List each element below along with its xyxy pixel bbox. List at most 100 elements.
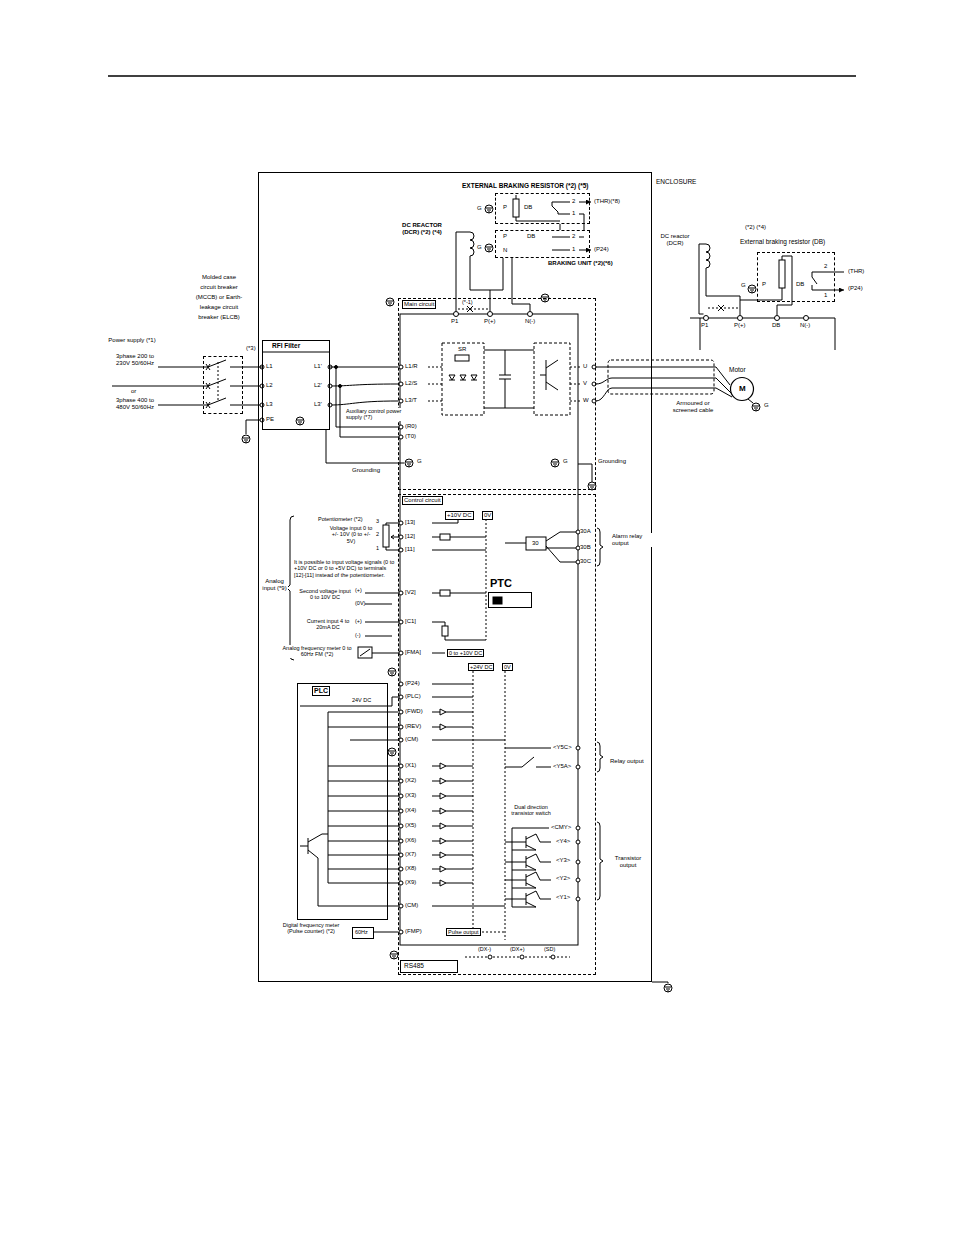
terminal-circle <box>399 620 403 624</box>
terminal-circle <box>399 651 403 655</box>
terminal-label: 3phase 200 to 230V 50/60Hz <box>114 353 156 367</box>
terminal-label: Grounding <box>598 458 626 465</box>
terminal-circle <box>328 403 332 407</box>
inverter-body <box>570 367 580 401</box>
node-heading: BRAKING UNIT (*2)(*6) <box>548 260 613 267</box>
terminal-circle <box>804 316 809 321</box>
terminal-circle <box>399 591 403 595</box>
terminal-label: L2' <box>314 382 322 389</box>
terminal-label: (X3) <box>405 792 416 799</box>
motor-cable <box>748 399 753 403</box>
power-wire <box>262 352 330 353</box>
terminal-label: 2 <box>572 233 575 240</box>
terminal-label: G <box>417 458 422 465</box>
node-heading: ENCLOSURE <box>656 178 696 185</box>
terminal-label: [FMA] <box>405 649 421 656</box>
terminal-circle <box>399 809 403 813</box>
terminal-circle <box>399 435 403 439</box>
terminal-circle <box>399 867 403 871</box>
terminal-circle <box>738 316 743 321</box>
terminal-circle <box>775 316 780 321</box>
analog-input-wiring <box>287 516 294 660</box>
terminal-circle <box>528 312 533 317</box>
terminal-label: L3/T <box>405 397 417 404</box>
terminal-circle <box>576 746 580 750</box>
terminal-label: G <box>563 458 568 465</box>
plc-box: PLC24V DC <box>297 683 388 920</box>
inset-wiring <box>690 318 835 350</box>
power-wire <box>326 430 404 463</box>
dc-reactor <box>458 309 488 310</box>
braking-resistor-symbol <box>552 202 584 230</box>
terminal-label: Analog input (*9) <box>261 578 288 592</box>
control-wiring <box>432 520 486 653</box>
terminal-circle <box>399 764 403 768</box>
wire-connector <box>243 367 262 368</box>
terminal-label: DB <box>527 233 535 240</box>
terminal-circle <box>399 881 403 885</box>
terminal-label: (-) <box>355 632 361 638</box>
header-rule <box>108 75 856 76</box>
terminal-label: [12] <box>405 533 415 540</box>
terminal-circle <box>399 725 403 729</box>
control-wiring <box>526 537 546 550</box>
terminal-label: Pulse output <box>446 928 481 936</box>
terminal-label: Relay output <box>610 758 644 765</box>
terminal-label: (REV) <box>405 723 421 730</box>
terminal-label: L3' <box>314 401 322 408</box>
terminal-label: Power supply (*1) <box>106 337 158 344</box>
terminal-label: P1 <box>701 322 708 329</box>
wire-connector <box>512 258 513 298</box>
inverter-body <box>400 314 578 945</box>
terminal-label: <Y4> <box>556 838 570 845</box>
braking-unit: BRAKING UNIT (*2)(*6) <box>495 230 590 258</box>
node-heading: RFI Filter <box>272 342 300 349</box>
terminal-label: (THR)(*8) <box>594 198 620 205</box>
terminal-label: (*3) <box>246 345 256 352</box>
power-wire <box>112 352 668 983</box>
terminal-label: (THR) <box>848 268 864 275</box>
terminal-circle <box>399 382 403 386</box>
terminal-label: [11] <box>405 546 415 553</box>
control-wiring <box>440 590 450 596</box>
inset-wiring <box>718 305 724 311</box>
node-heading: EXTERNAL BRAKING RESISTOR (*2) (*5) <box>462 182 589 189</box>
ground-symbol <box>386 298 394 306</box>
dc-reactor <box>467 306 473 312</box>
terminal-label: <Y5C> <box>553 744 572 751</box>
terminal-circle <box>328 384 332 388</box>
ground-symbol <box>485 244 493 252</box>
control-wiring <box>505 532 576 562</box>
terminal-label: (X6) <box>405 837 416 844</box>
terminal-label: N(-) <box>525 318 535 325</box>
terminal-label: P(+) <box>484 318 496 325</box>
inverter-body <box>428 367 442 401</box>
motor-cable <box>608 360 714 394</box>
terminal-label: Transistor output <box>608 855 648 869</box>
terminal-label: L1/R <box>405 363 418 370</box>
terminal-circle <box>399 794 403 798</box>
terminal-label: G <box>477 244 482 251</box>
terminal-label: N <box>503 247 507 254</box>
terminal-label: P <box>503 233 507 240</box>
terminal-label: [C1] <box>405 618 416 625</box>
terminal-circle <box>520 955 524 959</box>
terminal-label: 2 <box>572 198 575 205</box>
terminal-label: [V2] <box>405 589 416 596</box>
terminal-label: 1 <box>572 210 575 217</box>
terminal-label: (+) <box>355 618 362 624</box>
terminal-label: U <box>583 363 587 370</box>
terminal-label: 30 <box>532 540 539 547</box>
dc-reactor <box>470 232 474 256</box>
power-wire <box>336 367 399 437</box>
motor-outline <box>731 378 754 401</box>
node-heading: 60Hz <box>355 929 368 935</box>
braking-resistor-symbol <box>552 237 584 250</box>
terminal-label: (R0) <box>405 423 417 430</box>
inset-wiring <box>812 272 817 290</box>
terminal-circle <box>399 853 403 857</box>
terminal-label: 2 <box>376 531 379 537</box>
inset-wiring <box>812 272 844 290</box>
braking-resistor-symbol <box>513 195 591 250</box>
terminal-circle <box>399 904 403 908</box>
